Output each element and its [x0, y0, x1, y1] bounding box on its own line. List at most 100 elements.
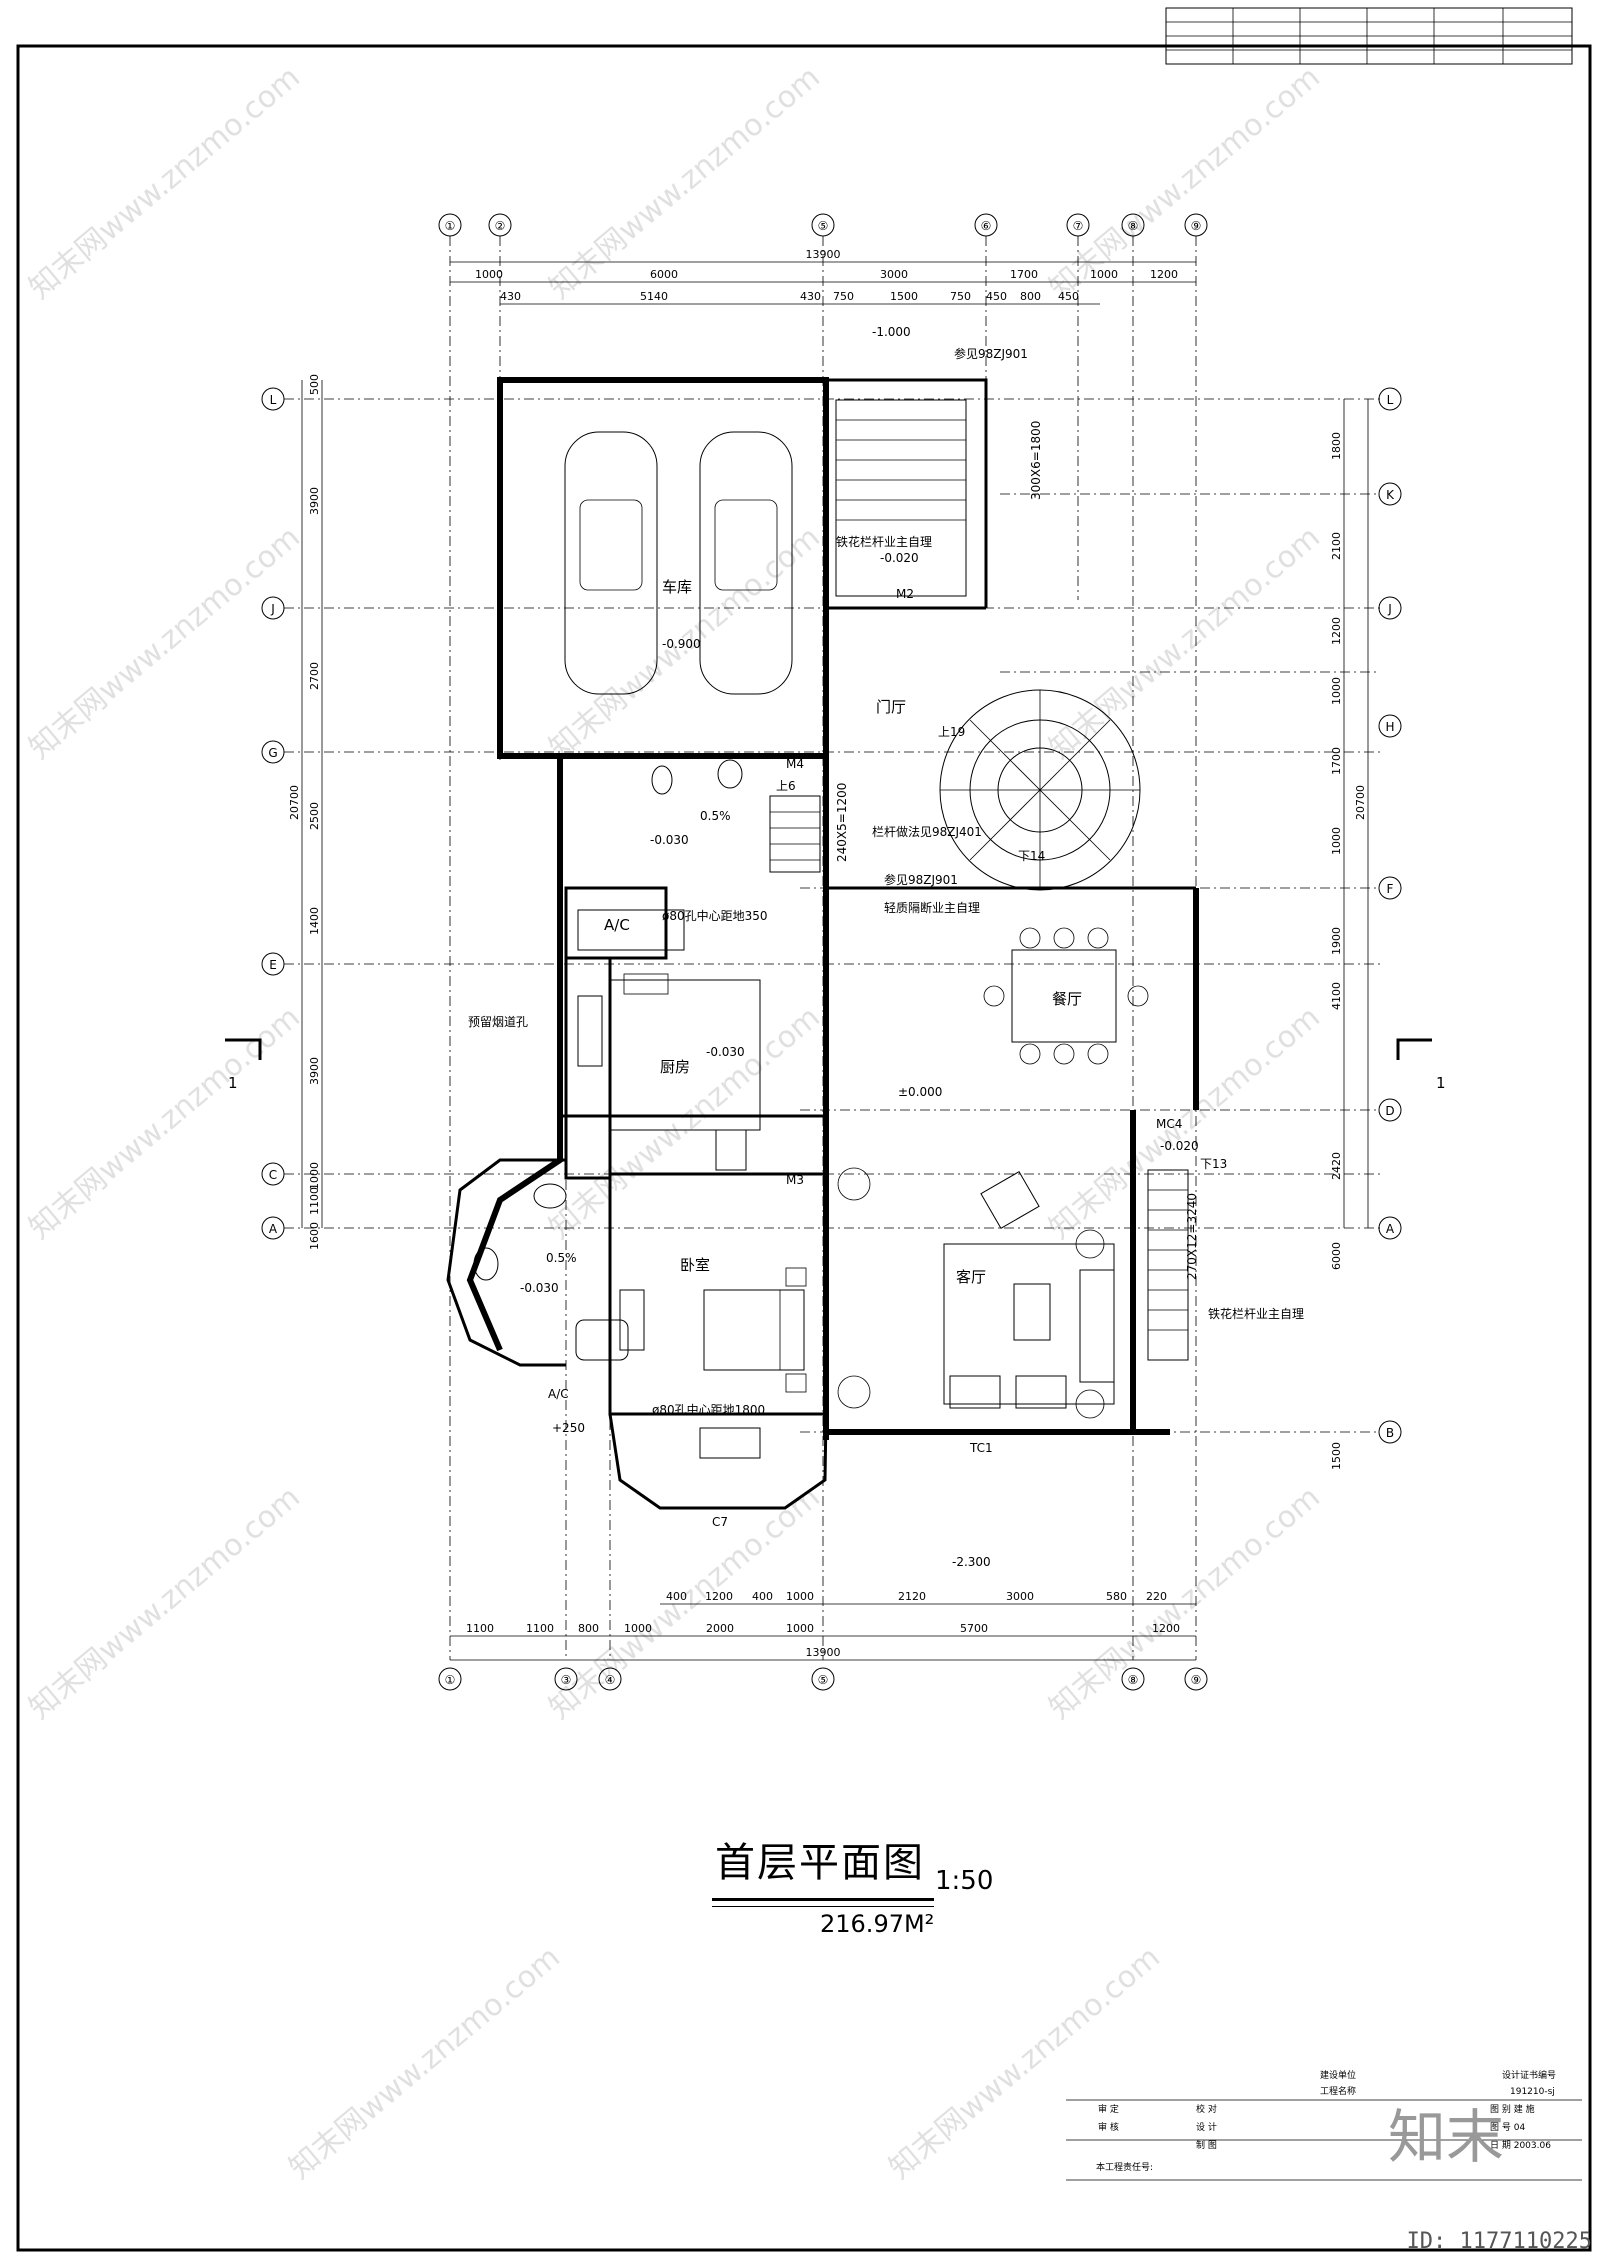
- spiral-staircase: [939, 689, 1141, 891]
- svg-text:知末网www.znzmo.com: 知末网www.znzmo.com: [23, 60, 307, 306]
- svg-text:知末网www.znzmo.com: 知末网www.znzmo.com: [283, 1940, 567, 2186]
- revision-table: [1165, 7, 1573, 65]
- svg-text:1000: 1000: [786, 1622, 814, 1635]
- ac-unit-1: A/C: [604, 916, 630, 934]
- walls: [446, 377, 1199, 1510]
- bottom-dimensions: 400 1200 400 1000 2120 3000 580 220 1100…: [450, 1590, 1196, 1661]
- dining-table: [983, 927, 1149, 1065]
- brand-logo: 知末: [1388, 2103, 1505, 2171]
- svg-text:J: J: [1387, 602, 1392, 616]
- svg-text:-0.900: -0.900: [662, 637, 701, 651]
- svg-text:3000: 3000: [880, 268, 908, 281]
- grid-bottom-8: ⑧: [1128, 1673, 1139, 1687]
- svg-text:1200: 1200: [1152, 1622, 1180, 1635]
- svg-text:1000: 1000: [1090, 268, 1118, 281]
- svg-text:G: G: [268, 746, 277, 760]
- svg-text:预留烟道孔: 预留烟道孔: [468, 1015, 528, 1029]
- svg-text:±0.000: ±0.000: [898, 1085, 942, 1099]
- svg-text:审 核: 审 核: [1098, 2121, 1119, 2133]
- svg-text:-0.030: -0.030: [650, 833, 689, 847]
- grid-top-6: ⑥: [981, 219, 992, 233]
- svg-text:3900: 3900: [308, 1057, 321, 1085]
- grid-bottom-1: ①: [445, 1673, 456, 1687]
- svg-text:图 别 建 施: 图 别 建 施: [1490, 2103, 1535, 2115]
- svg-text:参见98ZJ901: 参见98ZJ901: [954, 346, 1028, 361]
- svg-text:-0.020: -0.020: [880, 551, 919, 565]
- svg-text:1500: 1500: [890, 290, 918, 303]
- svg-text:MC4: MC4: [1156, 1117, 1182, 1131]
- svg-text:400: 400: [666, 1590, 687, 1603]
- svg-text:知末网www.znzmo.com: 知末网www.znzmo.com: [23, 1480, 307, 1726]
- svg-text:1700: 1700: [1330, 747, 1343, 775]
- top-dimensions: 13900 1000 6000 3000 1700 1000 1200 430 …: [450, 248, 1196, 305]
- ac-unit-2: A/C: [548, 1387, 569, 1401]
- svg-text:C7: C7: [712, 1515, 728, 1529]
- grid-top-8: ⑧: [1128, 219, 1139, 233]
- grid-top-2: ②: [495, 219, 506, 233]
- svg-text:1600: 1600: [308, 1222, 321, 1250]
- svg-text:日 期 2003.06: 日 期 2003.06: [1490, 2140, 1551, 2151]
- svg-text:1700: 1700: [1010, 268, 1038, 281]
- svg-text:5140: 5140: [640, 290, 668, 303]
- svg-text:A: A: [1386, 1222, 1395, 1236]
- svg-text:栏杆做法见98ZJ401: 栏杆做法见98ZJ401: [872, 824, 982, 839]
- svg-text:6000: 6000: [1330, 1242, 1343, 1270]
- svg-text:上19: 上19: [938, 725, 965, 739]
- grid-bubbles-bottom: ① ③ ④ ⑤ ⑧ ⑨: [438, 1667, 1208, 1691]
- svg-text:-0.030: -0.030: [520, 1281, 559, 1295]
- svg-text:2420: 2420: [1330, 1152, 1343, 1180]
- title-block: 建设单位 设计证书编号 工程名称 191210-sj 审 定 校 对 图 别 建…: [1066, 2069, 1582, 2181]
- svg-text:J: J: [270, 602, 275, 616]
- svg-text:800: 800: [1020, 290, 1041, 303]
- svg-text:5700: 5700: [960, 1622, 988, 1635]
- room-bedroom: 卧室: [680, 1256, 710, 1274]
- svg-text:知末网www.znzmo.com: 知末网www.znzmo.com: [543, 60, 827, 306]
- svg-text:ø80孔中心距地350: ø80孔中心距地350: [662, 908, 768, 923]
- svg-text:1400: 1400: [308, 907, 321, 935]
- svg-text:3000: 3000: [1006, 1590, 1034, 1603]
- svg-text:设 计: 设 计: [1196, 2121, 1217, 2133]
- svg-text:知末网www.znzmo.com: 知末网www.znzmo.com: [23, 520, 307, 766]
- grid-bottom-5: ⑤: [818, 1673, 829, 1687]
- svg-text:1900: 1900: [1330, 927, 1343, 955]
- svg-text:建设单位: 建设单位: [1320, 2069, 1356, 2081]
- room-labels: 车库 门厅 餐厅 厨房 卧室 客厅 A/C A/C: [548, 578, 1082, 1401]
- svg-text:4100: 4100: [1330, 982, 1343, 1010]
- svg-text:制 图: 制 图: [1196, 2139, 1217, 2151]
- drawing-scale: 1:50: [935, 1866, 994, 1896]
- svg-text:E: E: [269, 958, 277, 972]
- svg-text:M2: M2: [896, 587, 914, 601]
- svg-text:知末网www.znzmo.com: 知末网www.znzmo.com: [1043, 1480, 1327, 1726]
- room-kitchen: 厨房: [660, 1058, 690, 1076]
- room-foyer: 门厅: [876, 698, 906, 716]
- svg-text:1000: 1000: [1330, 827, 1343, 855]
- right-dimensions: 20700 1800 2100 1200 1000 1700 1000 1900…: [1330, 399, 1369, 1470]
- svg-text:1100: 1100: [308, 1187, 321, 1215]
- svg-text:校 对: 校 对: [1196, 2103, 1217, 2115]
- svg-text:+250: +250: [552, 1421, 585, 1435]
- svg-text:13900: 13900: [806, 1646, 841, 1659]
- svg-text:0.5%: 0.5%: [700, 809, 731, 823]
- drawing-title: 首层平面图: [715, 1840, 925, 1886]
- svg-text:800: 800: [578, 1622, 599, 1635]
- svg-text:500: 500: [308, 374, 321, 395]
- svg-text:知末网www.znzmo.com: 知末网www.znzmo.com: [543, 1000, 827, 1246]
- grid-top-9: ⑨: [1191, 219, 1202, 233]
- drawing-area: 216.97M²: [820, 1910, 935, 1938]
- grid-bottom-4: ④: [605, 1673, 616, 1687]
- svg-text:270X12=3240: 270X12=3240: [1185, 1193, 1199, 1280]
- svg-text:L: L: [270, 393, 277, 407]
- svg-text:430: 430: [800, 290, 821, 303]
- svg-text:知末网www.znzmo.com: 知末网www.znzmo.com: [883, 1940, 1167, 2186]
- grid-bubbles-left: L J G E C A: [261, 387, 285, 1240]
- svg-text:轻质隔断业主自理: 轻质隔断业主自理: [884, 900, 980, 915]
- svg-text:H: H: [1385, 720, 1394, 734]
- svg-text:2700: 2700: [308, 662, 321, 690]
- bed-icon: [699, 1267, 807, 1459]
- left-dimensions: 20700 500 3900 2700 2500 1400 3900 1000 …: [288, 374, 323, 1250]
- svg-text:知末网www.znzmo.com: 知末网www.znzmo.com: [1043, 60, 1327, 306]
- svg-text:430: 430: [500, 290, 521, 303]
- svg-text:1500: 1500: [1330, 1442, 1343, 1470]
- svg-text:300X6=1800: 300X6=1800: [1029, 421, 1043, 500]
